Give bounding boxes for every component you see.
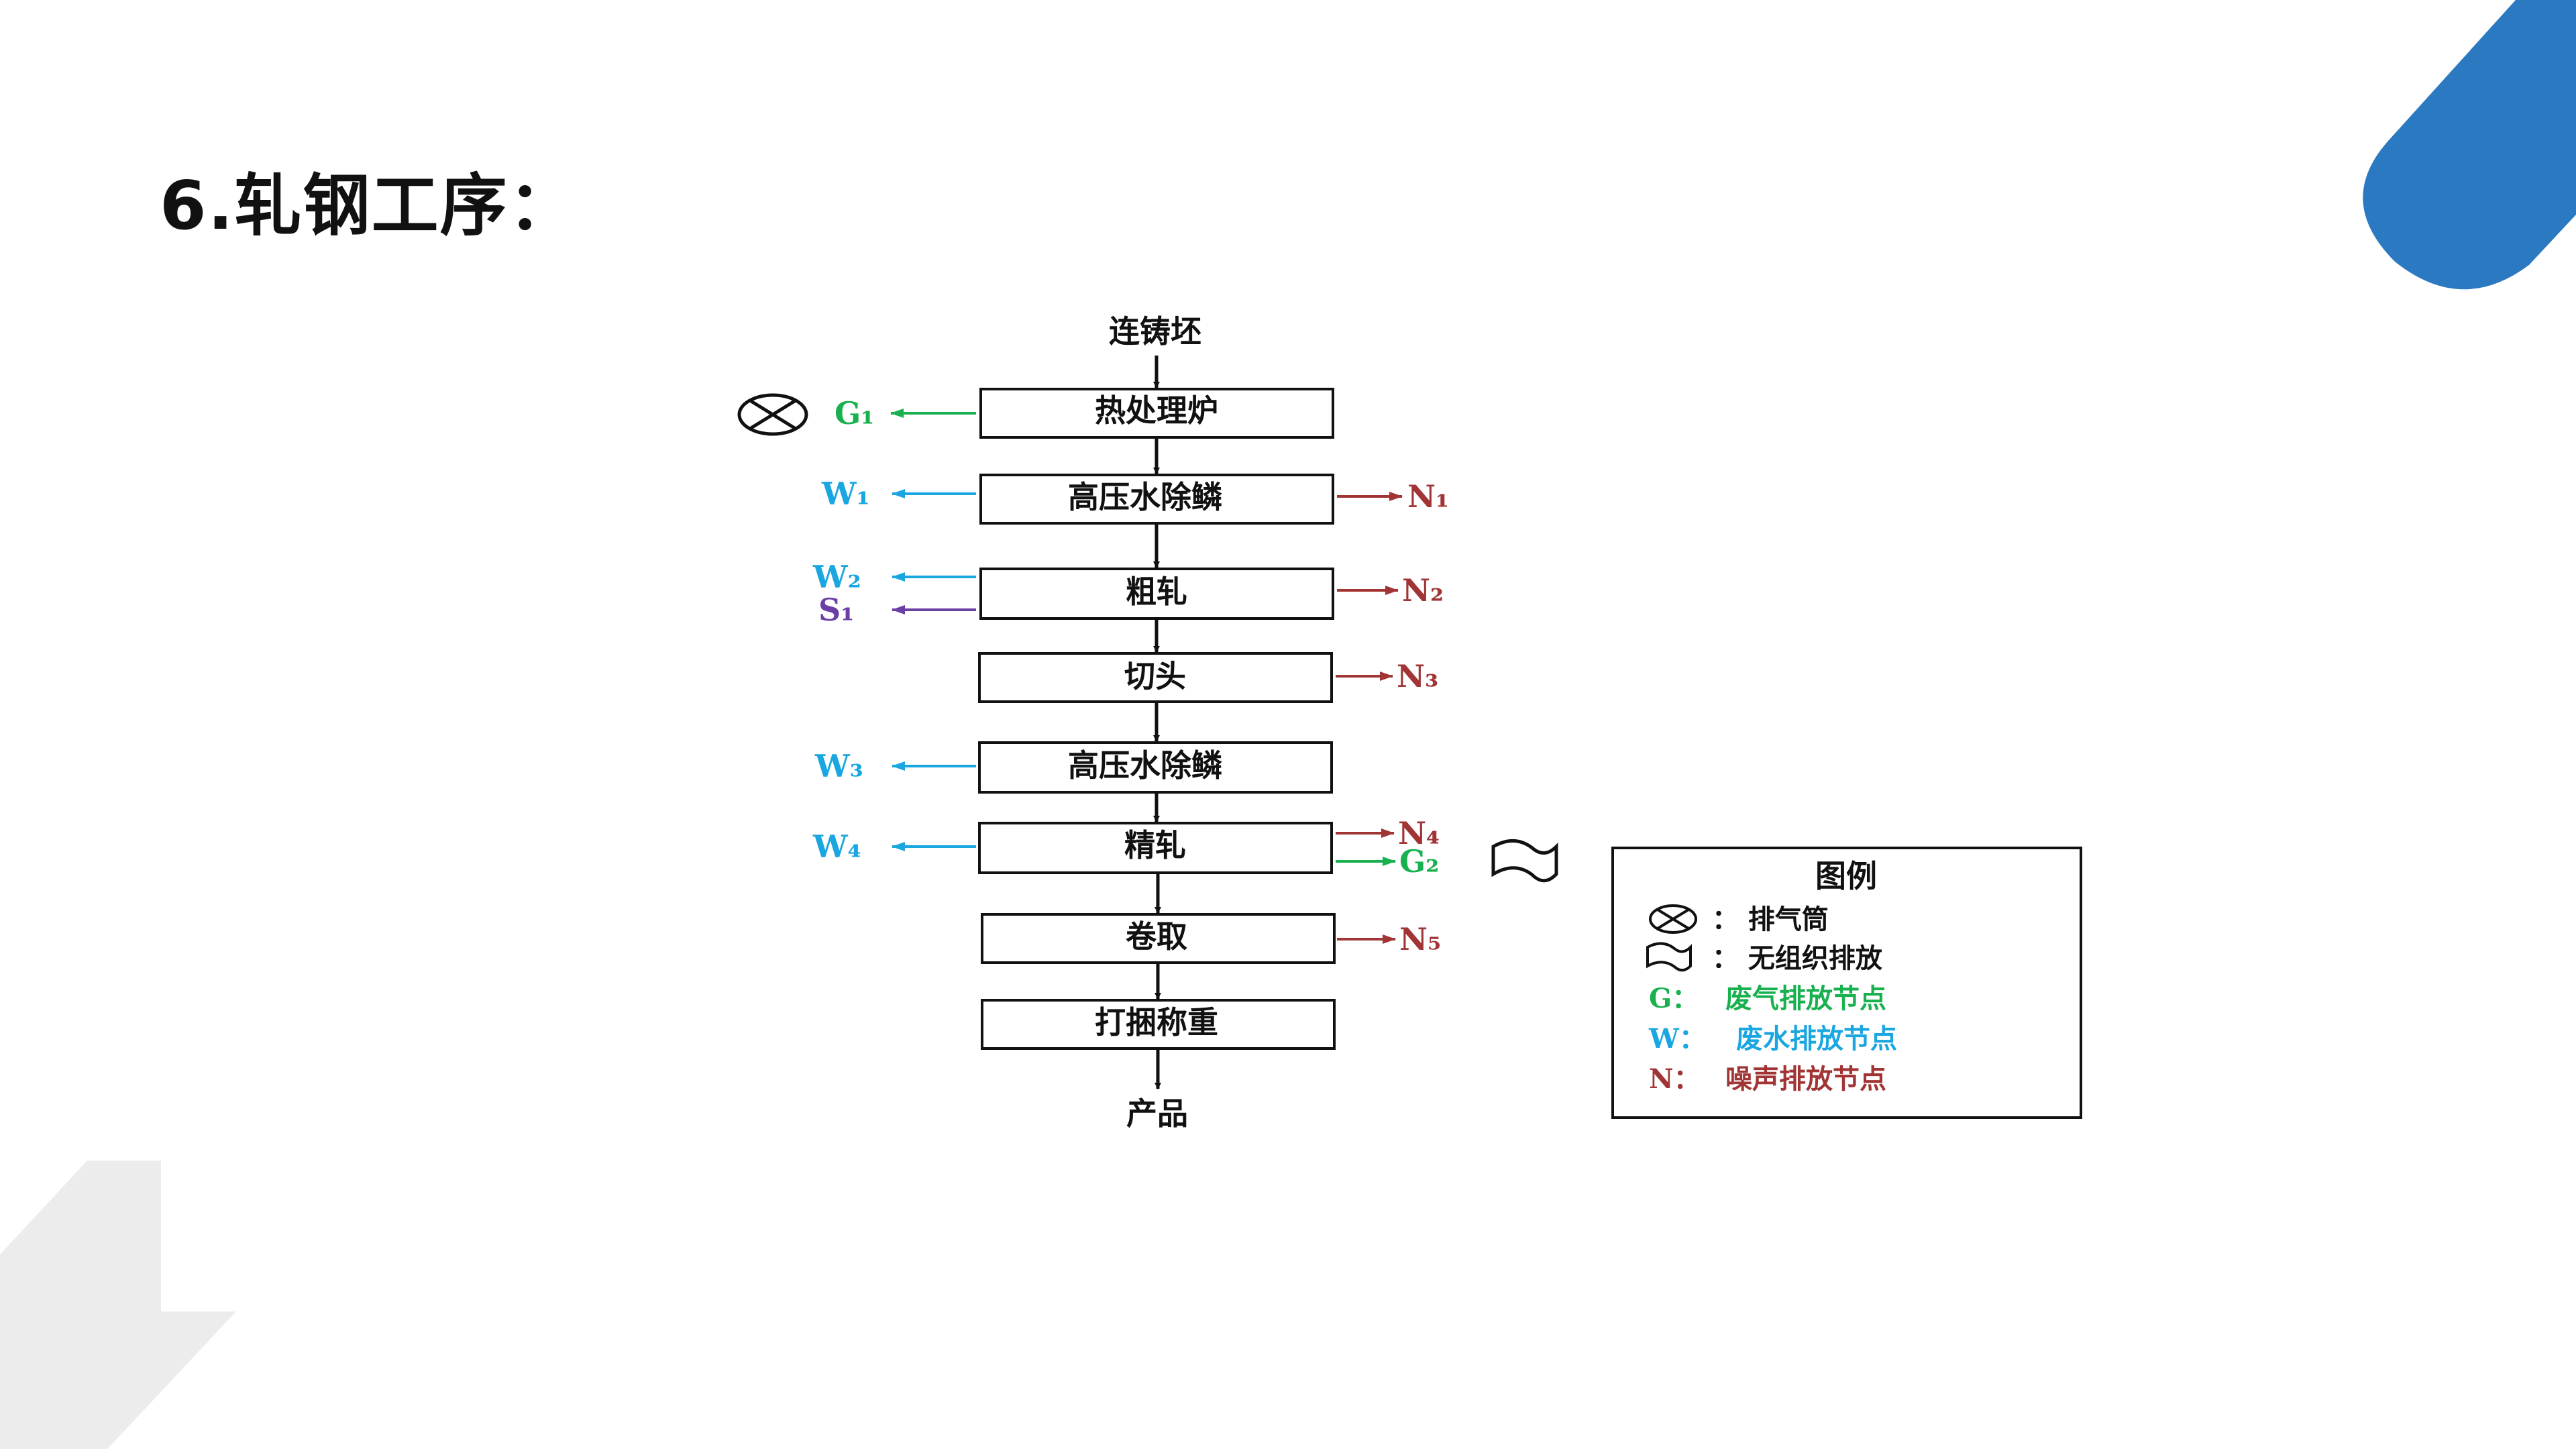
legend-box: 图例 ： 排气筒 ： 无组织排放 G： 废气排放节点 W： 废水排放节点 N： … <box>1611 847 2082 1119</box>
fugitive-emission-icon <box>1491 839 1558 883</box>
legend-key-gas: G： <box>1649 983 1699 1014</box>
process-step-label: 打捆称重 <box>1095 1004 1218 1040</box>
process-step-box <box>978 652 1333 703</box>
emission-label-w2: W₂ <box>812 559 861 595</box>
process-step-label: 热处理炉 <box>1095 392 1218 429</box>
process-step-box <box>979 388 1334 439</box>
emission-label-n5: N₅ <box>1399 921 1441 957</box>
emission-label-n2: N₂ <box>1402 572 1444 608</box>
flow-output-label: 产品 <box>1126 1095 1188 1132</box>
legend-key-noise: N： <box>1649 1063 1701 1095</box>
emission-label-w4: W₄ <box>812 828 861 865</box>
step-4: 高压水除鳞 <box>978 741 1333 794</box>
step-0: 热处理炉 <box>979 388 1334 439</box>
emission-label-n3: N₃ <box>1397 658 1438 694</box>
emission-label-n1: N₁ <box>1407 478 1449 515</box>
emission-label-g2: G₂ <box>1399 843 1439 879</box>
exhaust-stack-icon <box>1649 904 1697 934</box>
process-step-box <box>978 741 1333 794</box>
flow-input-label: 连铸坯 <box>1109 313 1201 350</box>
decor-corner-bottom-left <box>0 1161 236 1449</box>
step-1: 高压水除鳞 <box>979 474 1334 525</box>
emission-label-n4: N₄ <box>1398 815 1440 851</box>
process-step-box <box>981 913 1336 964</box>
process-step-label: 粗轧 <box>1126 574 1187 610</box>
legend-item-noise: 噪声排放节点 <box>1725 1063 1886 1095</box>
fugitive-emission-icon <box>1646 942 1692 972</box>
step-2: 粗轧 <box>979 568 1334 620</box>
step-3: 切头 <box>978 652 1333 703</box>
grey-accent-shape <box>0 1161 236 1449</box>
main-flow-arrows <box>1153 356 1161 1089</box>
legend-key-water: W： <box>1648 1023 1706 1055</box>
right-emissions: N₁ N₂ N₃ N₄ G₂ N₅ <box>1336 478 1558 957</box>
legend-item-exhaust: ： 排气筒 <box>1712 904 1829 935</box>
emission-label-s1: S₁ <box>818 592 854 628</box>
decor-corner-top-right <box>2363 0 2576 290</box>
emission-label-w3: W₃ <box>814 748 863 784</box>
exhaust-stack-icon <box>737 393 808 436</box>
step-5: 精轧 <box>978 822 1333 874</box>
process-step-label: 切头 <box>1124 658 1186 694</box>
process-step-label: 精轧 <box>1124 827 1186 863</box>
process-step-label: 高压水除鳞 <box>1068 747 1222 784</box>
legend-item-fugitive: ： 无组织排放 <box>1712 943 1882 974</box>
emission-label-w1: W₁ <box>821 476 870 512</box>
left-emissions: G₁ W₁ W₂ S₁ W₃ W₄ <box>737 393 976 865</box>
legend-item-water: 废水排放节点 <box>1736 1023 1897 1055</box>
emission-label-g1: G₁ <box>835 395 874 431</box>
process-step-box <box>981 999 1336 1050</box>
legend-item-gas: 废气排放节点 <box>1725 983 1886 1014</box>
legend-title: 图例 <box>1815 858 1877 894</box>
step-6: 卷取 <box>981 913 1336 964</box>
legend-frame <box>1611 847 2082 1119</box>
process-step-label: 卷取 <box>1126 918 1187 955</box>
process-step-box <box>978 822 1333 874</box>
step-7: 打捆称重 <box>981 999 1336 1050</box>
blue-accent-shape <box>2363 0 2576 290</box>
process-step-label: 高压水除鳞 <box>1068 479 1222 515</box>
slide-title: 6.轧钢工序： <box>160 166 577 245</box>
